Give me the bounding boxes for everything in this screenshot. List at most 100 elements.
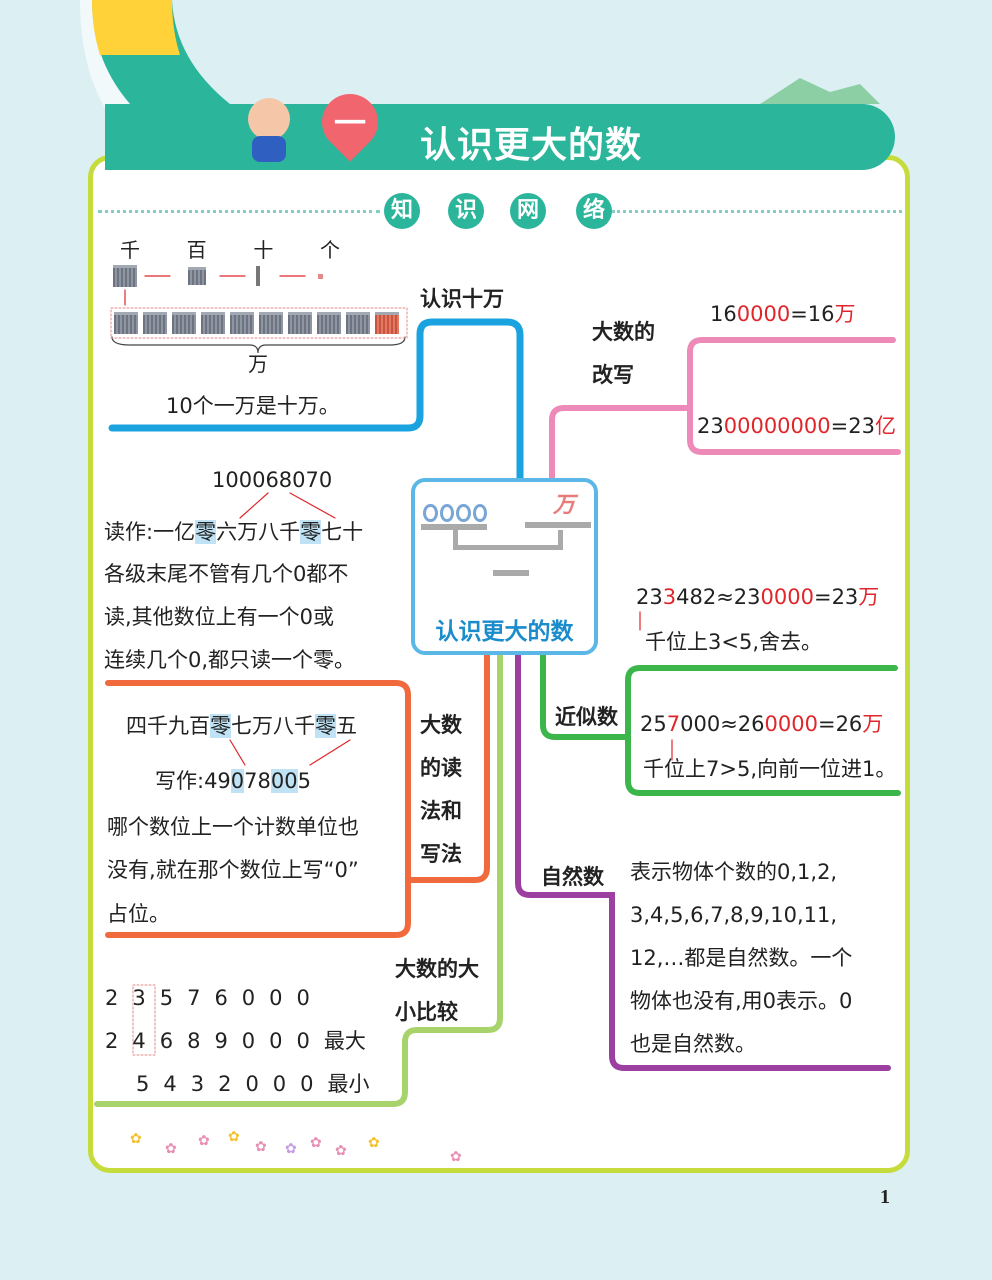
text-segment: 亿 [874, 414, 896, 438]
thousand-cube-icon [259, 312, 283, 334]
place-label: 十 [253, 238, 274, 262]
thousand-cube-icon [113, 265, 137, 287]
page-number: 1 [880, 1186, 890, 1208]
branch-line-pink [549, 337, 901, 481]
balance-pan-right [525, 522, 591, 528]
natural-text: 12,…都是自然数。一个 [630, 946, 853, 970]
text-segment: 7 [666, 712, 681, 736]
flower-icon: ✿ [450, 1149, 462, 1165]
central-title: 认识更大的数 [435, 619, 574, 645]
branch-label-natural: 自然数 [541, 865, 604, 889]
branch-label-compare: 大数的大 [395, 957, 479, 981]
branch-line-lime [94, 652, 503, 1107]
one-unit-icon [318, 274, 323, 279]
thousand-cube-icon [172, 312, 196, 334]
text-segment: 写作:49 [155, 769, 231, 793]
branch-label-read-write: 法和 [420, 799, 462, 823]
text-segment: 零 [300, 520, 322, 544]
natural-text: 也是自然数。 [630, 1032, 756, 1056]
balance-beam [453, 530, 563, 550]
text-segment: 零 [210, 714, 231, 738]
reading-words: 读作:一亿零六万八千零七十 [104, 520, 363, 545]
branch-label-approx: 近似数 [555, 705, 618, 729]
place-value-labels: 千 百 十 个 [120, 238, 340, 262]
flower-icon: ✿ [368, 1135, 380, 1151]
branch-line-purple [515, 652, 891, 1071]
flower-icon: ✿ [130, 1131, 142, 1147]
text-segment: 零 [315, 714, 336, 738]
page-title: 认识更大的数 [420, 125, 643, 166]
thousand-cube-icon [201, 312, 225, 334]
flower-icon: ✿ [310, 1135, 322, 1151]
text-segment: 16 [710, 302, 737, 326]
branch-text: 10个一万是十万。 [166, 394, 340, 418]
ten-rod-icon [256, 266, 260, 286]
divider [612, 210, 902, 213]
rule-line: 占位。 [107, 902, 170, 926]
text-segment: 3 [662, 585, 677, 609]
rule-line: 哪个数位上一个计数单位也 [107, 815, 359, 839]
flower-icon: ✿ [255, 1139, 267, 1155]
central-topic: 万 认识更大的数 [411, 478, 598, 655]
branch-label-read-write: 的读 [420, 756, 462, 780]
text-segment: 00000000 [723, 414, 831, 438]
dotted-box [132, 984, 156, 1056]
row-digits: 5432000 [136, 1072, 328, 1096]
text-segment: =16 [790, 302, 835, 326]
place-label: 百 [186, 238, 207, 262]
text-segment: 七十 [321, 520, 364, 544]
approx-example: 257000≈260000=26万 [640, 712, 883, 737]
rule-line: 连续几个0,都只读一个零。 [104, 648, 356, 672]
compare-row: 5432000最小 [136, 1072, 370, 1097]
row-digits: 24689000 [105, 1029, 324, 1053]
balance-pan-left [421, 524, 487, 530]
rewrite-example: 2300000000=23亿 [697, 414, 896, 439]
zero-weights-icon [423, 504, 487, 522]
compare-row: 23576000 [105, 986, 324, 1011]
flower-icon: ✿ [335, 1143, 347, 1159]
thousand-cube-icon [288, 312, 312, 334]
thousand-cube-icon [375, 312, 399, 334]
text-segment: 23 [636, 585, 663, 609]
text-segment: 23 [697, 414, 724, 438]
text-segment: 零 [195, 520, 217, 544]
approx-note: 千位上7>5,向前一位进1。 [643, 757, 897, 781]
text-segment: 万 [834, 302, 856, 326]
text-segment: 六万八千 [216, 520, 301, 544]
reading-number: 100068070 [212, 468, 333, 492]
section-chip: 知 [384, 193, 420, 229]
text-segment: 七万八千 [231, 714, 315, 738]
text-segment: 四千九百 [126, 714, 210, 738]
divider [98, 210, 380, 213]
branch-label-read-write: 大数 [420, 713, 462, 737]
rule-line: 各级末尾不管有几个0都不 [104, 562, 349, 586]
brace-label: 万 [248, 352, 268, 376]
rewrite-example: 160000=16万 [710, 302, 856, 327]
branch-line-blue [108, 318, 524, 482]
branch-label-rewrite: 改写 [592, 363, 634, 387]
text-segment: 25 [640, 712, 667, 736]
text-segment: 000≈26 [680, 712, 765, 736]
chapter-number: 一 [333, 104, 366, 142]
text-segment: 482≈23 [676, 585, 761, 609]
branch-label-read-write: 写法 [420, 842, 462, 866]
branch-label-rewrite: 大数的 [592, 320, 655, 344]
dotted-group [110, 307, 408, 339]
branch-line-orange [105, 652, 490, 938]
natural-text: 3,4,5,6,7,8,9,10,11, [630, 903, 838, 927]
branch-label-ten-thousand: 认识十万 [420, 287, 504, 311]
bear-mascot-icon [248, 98, 290, 140]
row-note: 最大 [323, 1029, 366, 1053]
flower-icon: ✿ [198, 1133, 210, 1149]
thousand-cube-icon [114, 312, 138, 334]
flower-icon: ✿ [228, 1129, 240, 1145]
hundred-flat-icon [188, 267, 206, 285]
text-segment: 万 [858, 585, 880, 609]
text-segment: 五 [336, 714, 357, 738]
text-segment: 5 [297, 769, 312, 793]
arrow-lines [124, 275, 673, 766]
branch-label-compare: 小比较 [395, 1000, 458, 1024]
section-chip: 络 [576, 193, 612, 229]
rule-line: 读,其他数位上有一个0或 [104, 605, 335, 629]
